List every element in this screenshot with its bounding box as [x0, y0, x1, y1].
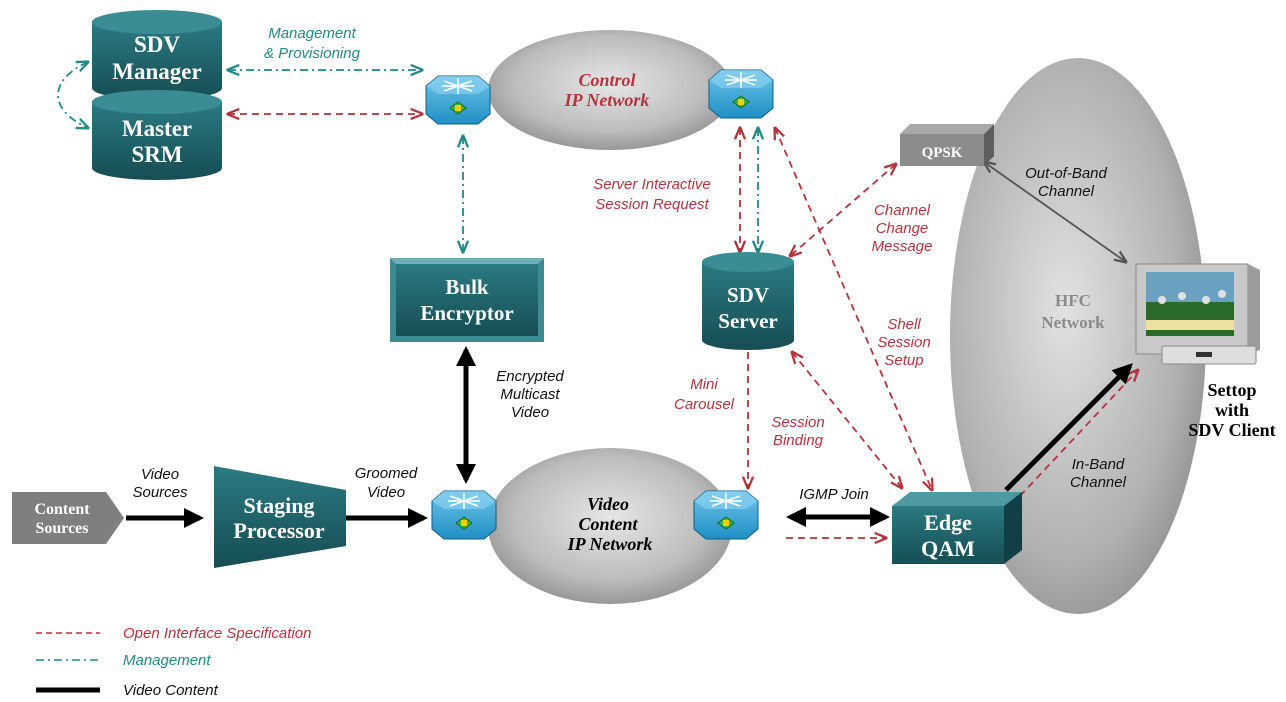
- video-content-connectors: [126, 346, 1133, 528]
- out-of-band-label-line1: Out-of-Band: [1025, 165, 1107, 182]
- bulk-encryptor-label-line1: Bulk: [445, 275, 489, 299]
- open-interface-connectors: [228, 114, 1138, 538]
- legend-label-management: Management: [123, 652, 211, 669]
- edge-qam-label-line2: QAM: [921, 536, 975, 561]
- legend-label-video-content: Video Content: [123, 682, 219, 699]
- master-srm-label-line2: SRM: [131, 142, 182, 167]
- mini-carousel-label-line1: Mini: [690, 376, 718, 393]
- staging-processor-label-line2: Processor: [233, 518, 324, 543]
- out-of-band-connector: [984, 162, 1126, 262]
- hfc-network-label-line1: HFC: [1055, 291, 1091, 310]
- control-network-ellipse: [488, 30, 732, 150]
- channel-change-label-line1: Channel: [874, 202, 931, 219]
- shell-session-label-line1: Shell: [887, 316, 921, 333]
- qpsk-label: QPSK: [922, 145, 963, 161]
- staging-processor-node: Staging Processor: [214, 466, 346, 568]
- management-connectors: [57, 62, 758, 252]
- control-network-label-line1: Control: [578, 70, 635, 90]
- edge-qam-node: Edge QAM: [892, 492, 1022, 564]
- content-sources-node: Content Sources: [12, 492, 124, 544]
- video-network-ellipse: [488, 448, 732, 604]
- video-network-label-line3: IP Network: [567, 534, 653, 554]
- sdv-manager-node: SDV Manager: [92, 10, 222, 100]
- router-icon-control-left: [425, 75, 491, 125]
- control-network-label-line2: IP Network: [564, 90, 650, 110]
- sdv-server-node: SDV Server: [702, 252, 794, 350]
- content-sources-label-line2: Sources: [35, 520, 88, 537]
- sdv-manager-label-line1: SDV: [134, 32, 180, 57]
- groomed-video-label-line1: Groomed: [355, 465, 418, 482]
- bulk-encryptor-label-line2: Encryptor: [420, 301, 513, 325]
- sdv-manager-label-line2: Manager: [112, 59, 201, 84]
- content-sources-label-line1: Content: [34, 501, 90, 518]
- mini-carousel-label-line2: Carousel: [674, 396, 735, 413]
- mgmt-prov-label-line1: Management: [268, 25, 356, 42]
- bulk-encryptor-node: Bulk Encryptor: [390, 258, 544, 342]
- video-network-label-line2: Content: [578, 514, 638, 534]
- legend-label-open-interface: Open Interface Specification: [123, 625, 311, 642]
- router-icon-video-left: [431, 490, 497, 540]
- in-band-label-line1: In-Band: [1072, 456, 1125, 473]
- qpsk-node: QPSK: [900, 124, 994, 166]
- edge-qam-label-line1: Edge: [924, 510, 972, 535]
- legend: Open Interface Specification Management …: [36, 625, 311, 699]
- shell-session-label-line2: Session: [877, 334, 930, 351]
- sdv-server-label-line1: SDV: [727, 283, 769, 307]
- server-interactive-label-line1: Server Interactive: [593, 176, 711, 193]
- server-interactive-label-line2: Session Request: [595, 196, 709, 213]
- session-binding-label-line1: Session: [771, 414, 824, 431]
- settop-label-line3: SDV Client: [1188, 420, 1275, 440]
- settop-label-line1: Settop: [1208, 380, 1257, 400]
- hfc-network-label-line2: Network: [1041, 313, 1105, 332]
- master-srm-label-line1: Master: [122, 116, 192, 141]
- channel-change-label-line2: Change: [876, 220, 929, 237]
- master-srm-node: Master SRM: [92, 90, 222, 180]
- sdv-server-label-line2: Server: [718, 309, 777, 333]
- shell-session-label-line3: Setup: [884, 352, 923, 369]
- router-icon-video-right: [693, 490, 759, 540]
- encrypted-multicast-label-line2: Multicast: [500, 386, 560, 403]
- encrypted-multicast-label-line1: Encrypted: [496, 368, 564, 385]
- settop-tv-icon: [1135, 263, 1260, 365]
- encrypted-multicast-label-line3: Video: [511, 404, 549, 421]
- video-network-label-line1: Video: [587, 494, 629, 514]
- video-sources-label-line2: Sources: [132, 484, 188, 501]
- video-sources-label-line1: Video: [141, 466, 179, 483]
- out-of-band-label-line2: Channel: [1038, 183, 1095, 200]
- mgmt-prov-label-line2: & Provisioning: [264, 45, 361, 62]
- channel-change-label-line3: Message: [872, 238, 933, 255]
- groomed-video-label-line2: Video: [367, 484, 405, 501]
- settop-label-line2: with: [1215, 400, 1249, 420]
- in-band-label-line2: Channel: [1070, 474, 1127, 491]
- staging-processor-label-line1: Staging: [244, 493, 315, 518]
- session-binding-label-line2: Binding: [773, 432, 824, 449]
- router-icon-control-right: [708, 69, 774, 119]
- igmp-join-label: IGMP Join: [799, 486, 868, 503]
